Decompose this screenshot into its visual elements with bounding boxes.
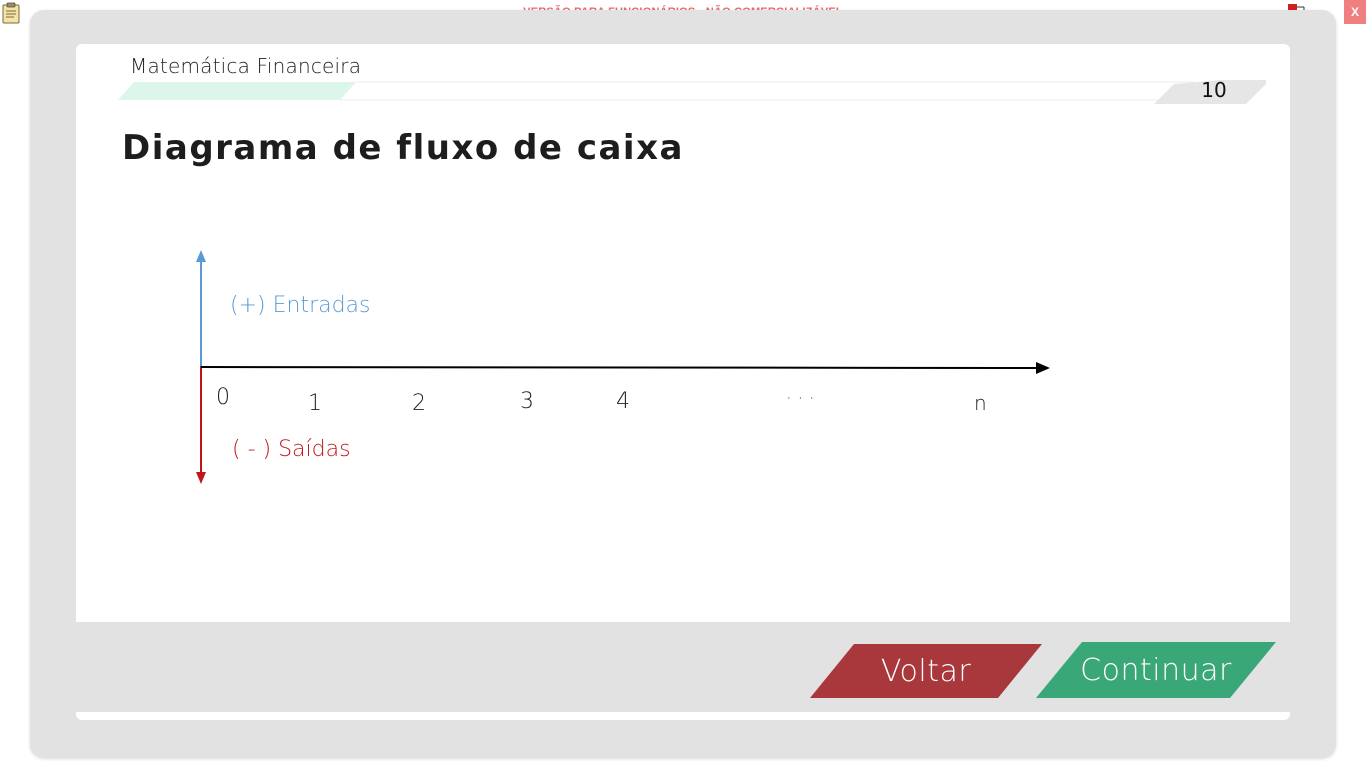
course-subject: Matemática Financeira	[130, 54, 362, 78]
time-label-ellipsis: · · ·	[786, 388, 815, 409]
page-number: 10	[1201, 78, 1227, 102]
back-button-shape	[810, 644, 1042, 698]
back-button-label: Voltar	[880, 653, 972, 689]
time-label: 2	[412, 391, 426, 416]
outflow-arrowhead	[196, 472, 206, 484]
continue-button-shape	[1036, 642, 1276, 698]
time-axis	[200, 366, 1041, 369]
page-title: Diagrama de fluxo de caixa	[122, 128, 684, 168]
continue-button-label: Continuar	[1080, 652, 1232, 688]
inflow-arrowhead	[196, 250, 206, 262]
time-label-n: n	[974, 391, 987, 415]
time-label: 4	[616, 389, 630, 414]
back-button[interactable]: Voltar	[810, 642, 1042, 700]
slide-canvas	[76, 44, 1290, 720]
time-label: 3	[520, 389, 534, 414]
continue-button[interactable]: Continuar	[1036, 640, 1276, 700]
clipboard-icon[interactable]	[2, 2, 20, 24]
time-axis-arrowhead	[1036, 362, 1050, 374]
header-rule	[118, 80, 1266, 104]
inflow-label: (+) Entradas	[230, 293, 371, 318]
outflow-label: ( - ) Saídas	[232, 437, 351, 462]
time-label: 0	[216, 385, 230, 410]
page-number-tab	[1154, 80, 1266, 104]
close-button[interactable]: X	[1344, 0, 1366, 24]
time-label: 1	[308, 391, 322, 416]
